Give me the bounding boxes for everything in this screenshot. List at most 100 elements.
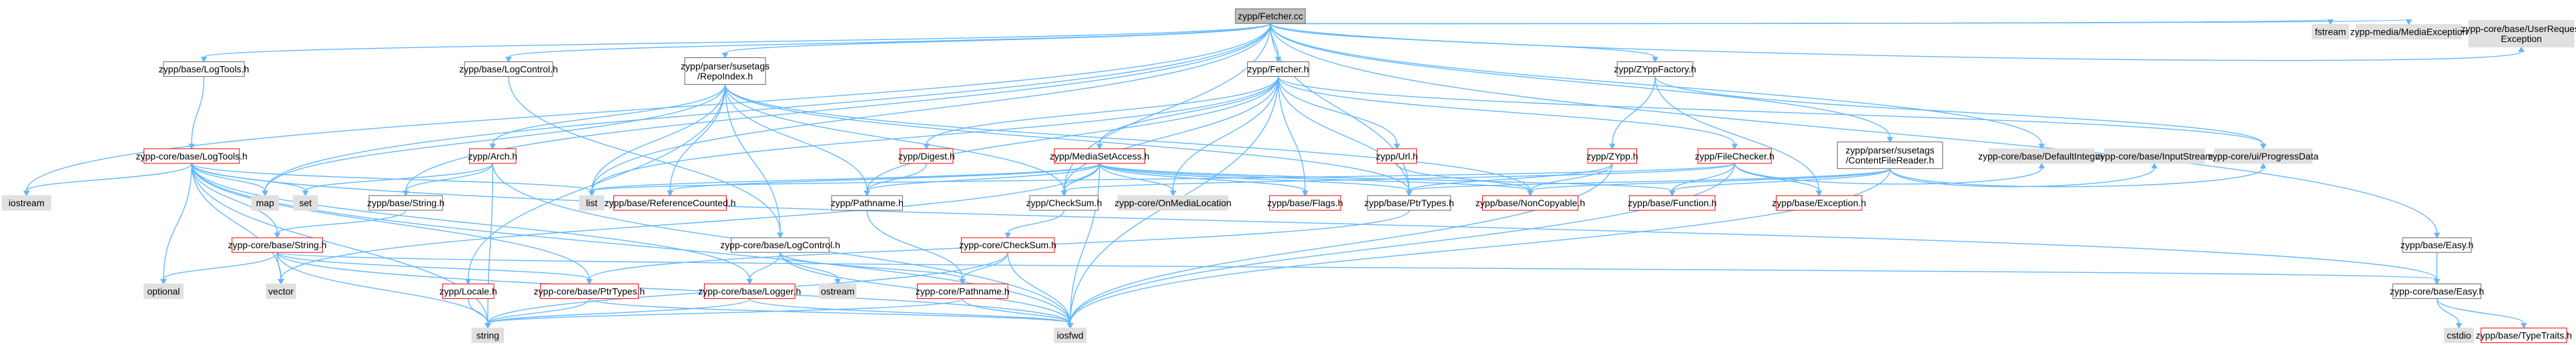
edge-core_logcontrol-to-core_logger bbox=[746, 252, 781, 285]
node-box bbox=[1117, 195, 1229, 211]
node-label: zypp/Pathname.h bbox=[831, 198, 904, 208]
edge-base_logtools-to-core_logtools bbox=[188, 76, 205, 149]
node-iostream[interactable]: iostream bbox=[1, 195, 51, 211]
node-label: zypp-core/base/PtrTypes.h bbox=[534, 286, 645, 296]
node-zypp-base-ptrtypes-h[interactable]: zypp/base/PtrTypes.h bbox=[1364, 195, 1454, 211]
edge-root-to-contentfilereader bbox=[1269, 23, 1893, 143]
node-zypp-core-ui-progressdata[interactable]: zypp-core/ui/ProgressData bbox=[2208, 148, 2318, 164]
node-zypp-base-referencecounted-h[interactable]: zypp/base/ReferenceCounted.h bbox=[605, 195, 736, 211]
node-set[interactable]: set bbox=[292, 195, 318, 211]
edge-zypp_h-to-ptrtypes_h bbox=[1405, 163, 1613, 197]
node-label: zypp/Fetcher.h bbox=[1247, 64, 1309, 75]
edge-mediasetaccess-to-list bbox=[588, 163, 1100, 197]
node-zypp-locale-h[interactable]: zypp/Locale.h bbox=[439, 283, 497, 299]
node-zypp-base-exception-h[interactable]: zypp/base/Exception.h bbox=[1772, 195, 1866, 211]
edge-mediasetaccess-to-flags bbox=[1098, 163, 1309, 197]
node-label: zypp/base/ReferenceCounted.h bbox=[605, 198, 736, 208]
edge-fetcher_h-to-mediasetaccess bbox=[1096, 76, 1279, 149]
node-zypp-base-string-h[interactable]: zypp/base/String.h bbox=[367, 195, 444, 211]
node-zypp-fetcher-h[interactable]: zypp/Fetcher.h bbox=[1247, 61, 1309, 77]
edge-contentfilereader-to-function bbox=[1668, 168, 1891, 197]
node-box bbox=[1054, 148, 1145, 164]
node-label: zypp-core/base/LogTools.h bbox=[136, 151, 248, 161]
node-label: zypp/Locale.h bbox=[439, 286, 497, 296]
node-zypp-base-flags-h[interactable]: zypp/base/Flags.h bbox=[1267, 195, 1343, 211]
node-zypp-core-base-logtools-h[interactable]: zypp-core/base/LogTools.h bbox=[136, 148, 248, 164]
node-zypp-pathname-h[interactable]: zypp/Pathname.h bbox=[831, 195, 904, 211]
node-zypp-url-h[interactable]: zypp/Url.h bbox=[1376, 148, 1418, 164]
node-zypp-core-base-ptrtypes-h[interactable]: zypp-core/base/PtrTypes.h bbox=[534, 283, 645, 299]
node-map[interactable]: map bbox=[251, 195, 279, 211]
node-zypp-core-base-easy-h[interactable]: zypp-core/base/Easy.h bbox=[2390, 283, 2484, 299]
node-zypp-base-noncopyable-h[interactable]: zypp/base/NonCopyable.h bbox=[1476, 195, 1585, 211]
node-label: zypp/base/TypeTraits.h bbox=[2476, 330, 2572, 341]
edge-core_logcontrol-to-core_pathname bbox=[779, 252, 966, 285]
node-box bbox=[831, 195, 903, 211]
node-zypp-fetcher-cc[interactable]: zypp/Fetcher.cc bbox=[1235, 8, 1306, 24]
node-label: zypp-core/base/Logger.h bbox=[698, 286, 801, 296]
node-label: /ContentFileReader.h bbox=[1846, 155, 1934, 165]
node-box bbox=[1377, 148, 1417, 164]
edge-arch-to-base_string bbox=[402, 163, 493, 197]
node-zypp-base-logtools-h[interactable]: zypp/base/LogTools.h bbox=[159, 61, 249, 77]
node-ostream[interactable]: ostream bbox=[819, 283, 857, 299]
node-zypp-base-logcontrol-h[interactable]: zypp/base/LogControl.h bbox=[459, 61, 558, 77]
node-fstream[interactable]: fstream bbox=[2312, 24, 2350, 40]
node-zypp-parser-susetags-repoindex-h[interactable]: zypp/parser/susetags/RepoIndex.h bbox=[681, 57, 769, 85]
node-label: zypp-core/CheckSum.h bbox=[959, 240, 1056, 250]
node-box bbox=[731, 237, 830, 253]
node-box bbox=[579, 195, 605, 211]
node-cstdio[interactable]: cstdio bbox=[2444, 328, 2475, 344]
node-box bbox=[1269, 195, 1341, 211]
edge-pathname-to-core_pathname bbox=[866, 210, 966, 285]
edge-root-to-mediaexception bbox=[1270, 19, 2412, 25]
node-label: zypp/base/String.h bbox=[367, 198, 444, 208]
node-label: iosfwd bbox=[1057, 330, 1084, 341]
node-box bbox=[266, 283, 296, 299]
node-label: zypp/base/LogTools.h bbox=[159, 64, 249, 75]
edge-core_pathname-to-string bbox=[485, 298, 963, 329]
node-zypp-core-base-logger-h[interactable]: zypp-core/base/Logger.h bbox=[698, 283, 801, 299]
node-list[interactable]: list bbox=[579, 195, 605, 211]
node-zypp-arch-h[interactable]: zypp/Arch.h bbox=[468, 148, 517, 164]
node-box bbox=[1697, 148, 1772, 164]
node-zypp-core-checksum-h[interactable]: zypp-core/CheckSum.h bbox=[959, 237, 1056, 253]
node-box bbox=[2104, 148, 2205, 164]
node-box bbox=[1247, 61, 1309, 77]
node-box bbox=[2392, 283, 2482, 299]
node-zypp-checksum-h[interactable]: zypp/CheckSum.h bbox=[1026, 195, 1102, 211]
node-string[interactable]: string bbox=[471, 328, 505, 344]
node-zypp-filechecker-h[interactable]: zypp/FileChecker.h bbox=[1695, 148, 1775, 164]
node-zypp-core-onmedialocation[interactable]: zypp-core/OnMediaLocation bbox=[1114, 195, 1231, 211]
node-iosfwd[interactable]: iosfwd bbox=[1054, 328, 1086, 344]
node-zypp-digest-h[interactable]: zypp/Digest.h bbox=[898, 148, 955, 164]
node-box bbox=[1776, 195, 1863, 211]
node-label: zypp/ZYppFactory.h bbox=[1614, 64, 1696, 75]
node-zypp-media-mediaexception[interactable]: zypp-media/MediaException bbox=[2350, 24, 2468, 40]
node-label: string bbox=[476, 330, 499, 341]
node-zypp-zyppfactory-h[interactable]: zypp/ZYppFactory.h bbox=[1614, 61, 1696, 77]
node-zypp-base-typetraits-h[interactable]: zypp/base/TypeTraits.h bbox=[2476, 328, 2572, 344]
node-label: zypp-core/base/LogControl.h bbox=[720, 240, 840, 250]
node-optional[interactable]: optional bbox=[143, 283, 184, 299]
edge-mediasetaccess-to-referencecounted bbox=[667, 163, 1100, 197]
edge-fetcher_h-to-digest bbox=[923, 76, 1279, 149]
node-label: Exception bbox=[2501, 33, 2541, 44]
node-zypp-core-base-defaultintegral[interactable]: zypp-core/base/DefaultIntegral bbox=[1978, 148, 2106, 164]
node-zypp-core-pathname-h[interactable]: zypp-core/Pathname.h bbox=[916, 283, 1010, 299]
edge-core_checksum-to-core_pathname bbox=[959, 252, 1008, 285]
node-zypp-mediasetaccess-h[interactable]: zypp/MediaSetAccess.h bbox=[1050, 148, 1149, 164]
node-box bbox=[1837, 141, 1943, 169]
node-zypp-core-base-logcontrol-h[interactable]: zypp-core/base/LogControl.h bbox=[720, 237, 840, 253]
node-zypp-base-easy-h[interactable]: zypp/base/Easy.h bbox=[2400, 237, 2473, 253]
node-vector[interactable]: vector bbox=[266, 283, 296, 299]
node-zypp-base-function-h[interactable]: zypp/base/Function.h bbox=[1628, 195, 1716, 211]
node-label: zypp/base/Easy.h bbox=[2400, 240, 2473, 250]
node-zypp-core-base-inputstream[interactable]: zypp-core/base/InputStream bbox=[2096, 148, 2213, 164]
node-zypp-zypp-h[interactable]: zypp/ZYpp.h bbox=[1586, 148, 1638, 164]
edge-checksum-to-core_checksum bbox=[1004, 210, 1065, 239]
edge-repoindex-to-map bbox=[262, 84, 726, 197]
node-zypp-parser-susetags-contentfilereader-h[interactable]: zypp/parser/susetags/ContentFileReader.h bbox=[1837, 141, 1943, 169]
node-zypp-core-base-string-h[interactable]: zypp-core/base/String.h bbox=[228, 237, 327, 253]
